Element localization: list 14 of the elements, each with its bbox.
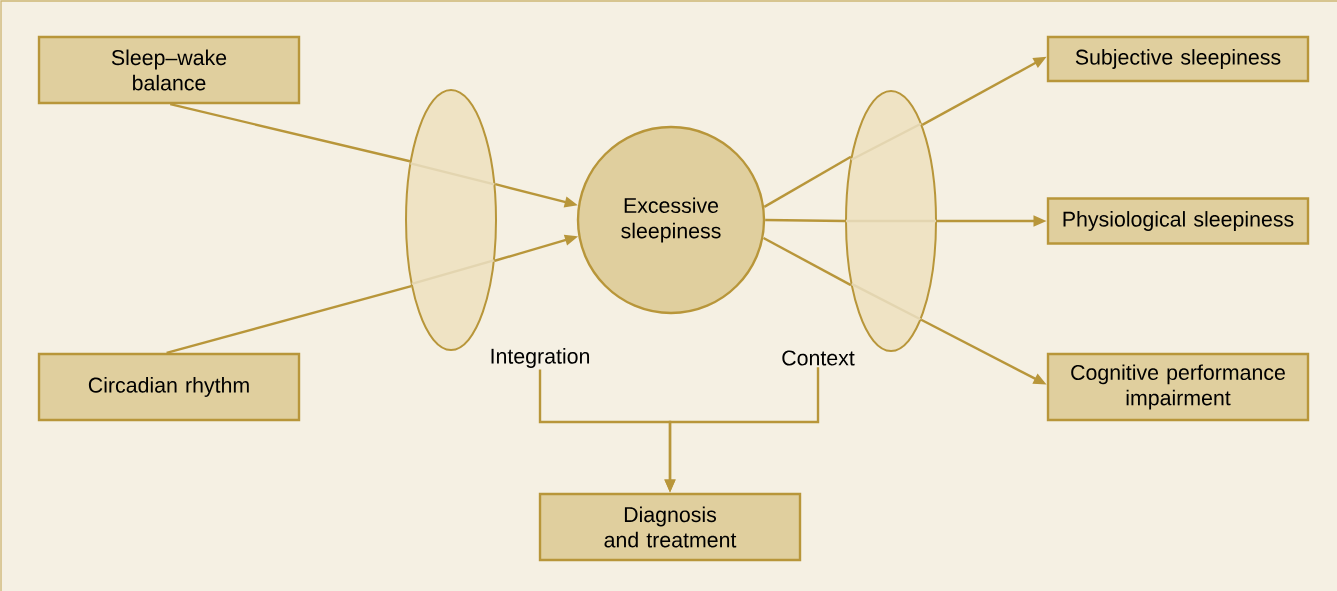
process-box: Circadian rhythm [37, 352, 301, 422]
connector-line [169, 103, 411, 163]
process-box: Subjective sleepiness [1046, 35, 1310, 83]
connector-line [763, 155, 852, 208]
connector-line [765, 218, 846, 223]
process-box: Cognitive performance impairment [1046, 352, 1310, 422]
caption-text: Context [782, 350, 855, 366]
connector-line [762, 236, 852, 287]
process-box: Physiological sleepiness [1046, 197, 1310, 245]
ellipse-shape [845, 90, 937, 352]
process-box: Sleep–wake balance [37, 35, 301, 105]
connector-line [166, 284, 412, 354]
caption-text: Integration [491, 348, 589, 368]
process-box: Diagnosis and treatment [538, 492, 802, 562]
